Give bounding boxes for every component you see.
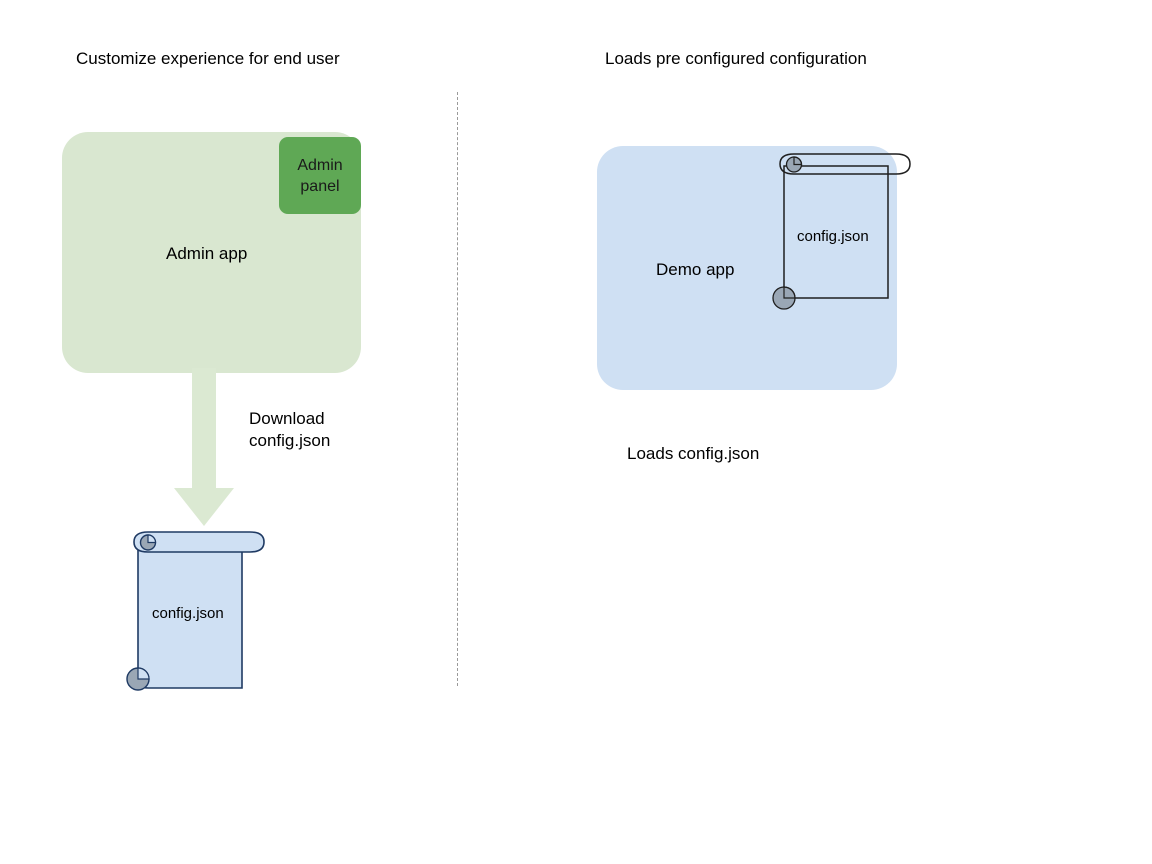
config-json-document-right [770,152,912,310]
left-section-title: Customize experience for end user [76,49,340,68]
admin-panel-label-line2: panel [300,177,340,195]
config-json-document-left-label: config.json [152,605,224,622]
admin-panel-label: Admin panel [297,155,342,197]
demo-app-label: Demo app [656,260,735,279]
loads-config-caption: Loads config.json [627,444,760,463]
vertical-dotted-divider [457,92,458,686]
demo-app-box [597,146,897,390]
right-section-title: Loads pre configured configuration [605,49,867,68]
config-json-document-left [124,528,266,691]
admin-app-label: Admin app [166,244,248,263]
config-json-document-right-label: config.json [797,228,869,245]
admin-panel-box[interactable]: Admin panel [279,137,361,214]
download-arrow-label-line2: config.json [249,431,331,450]
download-arrow-label: Download config.json [249,408,330,452]
admin-panel-label-line1: Admin [297,156,343,174]
download-arrow-icon [172,368,240,528]
download-arrow-label-line1: Download [249,409,325,428]
